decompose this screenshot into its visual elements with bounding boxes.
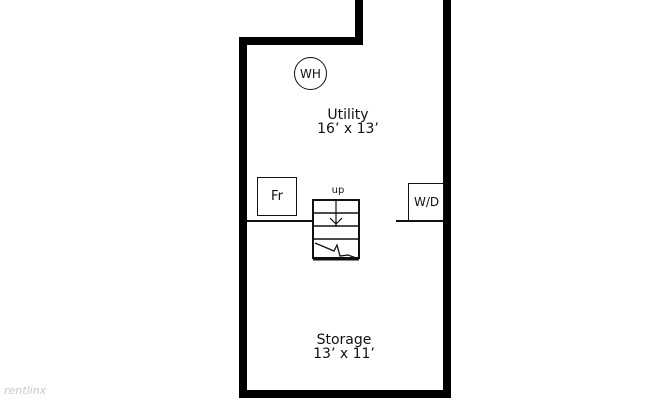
wall-notch xyxy=(355,0,363,45)
partition-right xyxy=(396,220,443,222)
fridge-box: Fr xyxy=(257,177,297,216)
washer-dryer-label: W/D xyxy=(414,195,440,209)
partition-left xyxy=(247,220,313,222)
water-heater-label: WH xyxy=(300,66,321,81)
water-heater-icon: WH xyxy=(294,57,327,90)
wall-right xyxy=(443,0,451,398)
room-storage-dimensions: 13’ x 11’ xyxy=(313,346,375,362)
room-utility: Utility 16’ x 13’ xyxy=(300,108,396,136)
wall-left xyxy=(239,37,247,398)
wall-bottom xyxy=(239,390,451,398)
wall-top-left xyxy=(239,37,363,45)
room-utility-name: Utility xyxy=(327,107,369,123)
room-utility-dimensions: 16’ x 13’ xyxy=(317,121,379,137)
fridge-label: Fr xyxy=(271,189,283,204)
stairs-icon xyxy=(312,199,360,261)
washer-dryer-box: W/D xyxy=(408,183,444,221)
room-storage: Storage 13’ x 11’ xyxy=(296,333,392,361)
room-storage-name: Storage xyxy=(316,332,372,348)
watermark: rentlinx xyxy=(4,384,47,397)
stairs-up-label: up xyxy=(331,185,345,196)
